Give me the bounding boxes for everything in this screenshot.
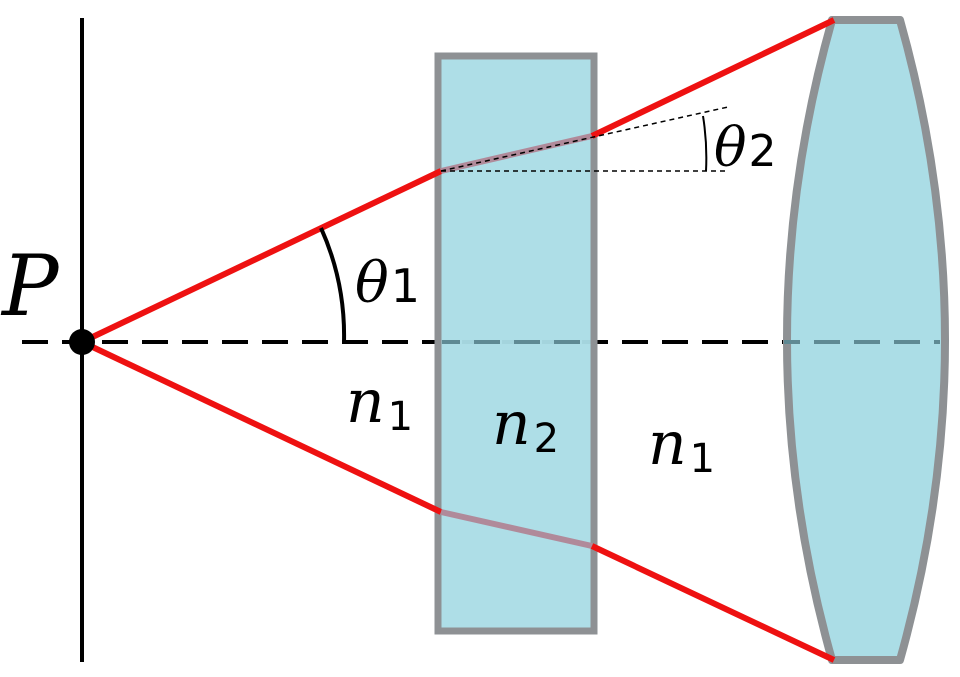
n1-left-symbol: n	[346, 367, 385, 437]
n2-symbol: n	[492, 389, 531, 459]
n1-right-subscript: 1	[690, 436, 715, 482]
point-p-dot	[69, 329, 95, 355]
upper-ray-exit	[590, 17, 836, 139]
upper-ray-in-slab	[440, 133, 593, 174]
n1-left-subscript: 1	[388, 394, 413, 440]
point-p-label: P	[0, 237, 60, 335]
n1-left-label: n1	[346, 367, 413, 440]
lower-ray-in-slab	[440, 509, 593, 549]
theta1-label: θ1	[355, 251, 420, 316]
theta1-subscript: 1	[391, 259, 420, 313]
theta2-label: θ2	[714, 116, 777, 179]
theta1-arc	[319, 227, 347, 343]
n1-right-label: n1	[648, 409, 715, 482]
n1-right-symbol: n	[648, 409, 687, 479]
theta2-ray-extension	[440, 106, 729, 172]
theta2-symbol: θ	[714, 116, 747, 179]
theta1-symbol: θ	[355, 251, 389, 316]
theta2-arc	[702, 115, 708, 172]
n2-subscript: 2	[534, 416, 559, 462]
lower-ray-incident	[80, 339, 443, 515]
lower-ray-exit	[590, 543, 836, 663]
theta2-subscript: 2	[749, 126, 777, 177]
n2-label: n2	[492, 389, 559, 462]
upper-ray-incident	[80, 168, 443, 345]
